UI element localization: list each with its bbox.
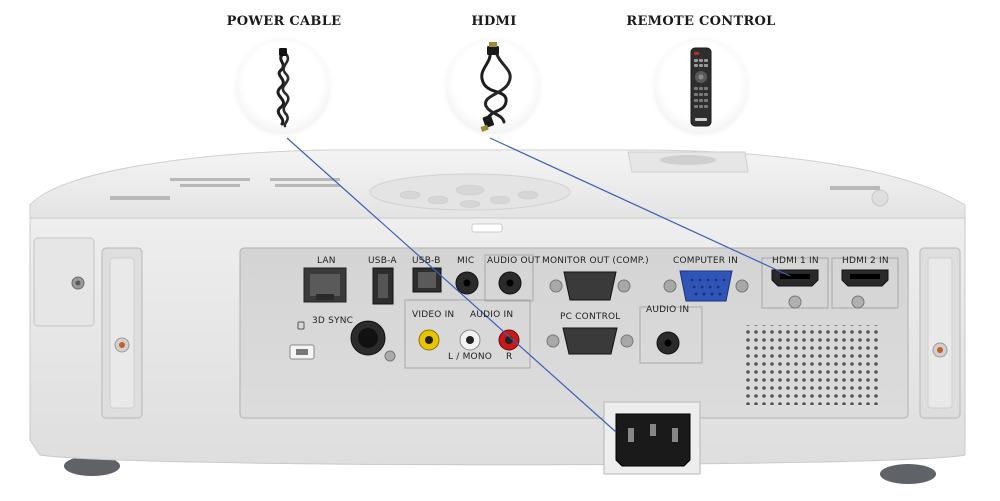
label-audio-in: AUDIO IN [646,305,690,315]
speaker-grille [742,325,882,405]
remote-control-icon [690,47,712,127]
leader-line-power [286,137,617,433]
accessory-circle [446,40,540,134]
leader-line-hdmi [489,137,791,277]
label-video-in: VIDEO IN [412,310,455,320]
label-audio-in-rca: AUDIO IN [470,310,514,320]
label-mic: MIC [457,256,475,266]
label-r: R [506,352,513,362]
computer-in-port [679,270,733,302]
label-computer-in: COMPUTER IN [673,256,739,266]
label-monitor-out: MONITOR OUT (COMP.) [542,256,649,266]
label-usb-a: USB-A [368,256,397,266]
label-lan: LAN [317,256,336,266]
label-3d-sync: 3D SYNC [312,316,354,326]
monitor-out-port [563,271,617,301]
foot-right [880,464,936,484]
left-side-panel [33,237,95,327]
foot-left [64,456,120,476]
label-usb-b: USB-B [412,256,441,266]
accessory-label: REMOTE CONTROL [626,14,776,29]
power-inlet [615,413,691,467]
accessory-label: HDMI [471,14,517,29]
hdmi-cable-icon [480,42,512,132]
accessory-circle [236,40,330,134]
accessory-circle [654,40,748,134]
label-audio-out: AUDIO OUT [487,256,541,266]
coiled-power-cord-icon [276,48,290,128]
accessory-label: POWER CABLE [226,14,342,29]
label-hdmi-1: HDMI 1 IN [772,256,819,266]
pc-control-port [562,327,618,355]
label-l-mono: L / MONO [448,352,493,362]
label-pc-control: PC CONTROL [560,312,621,322]
label-hdmi-2: HDMI 2 IN [842,256,889,266]
